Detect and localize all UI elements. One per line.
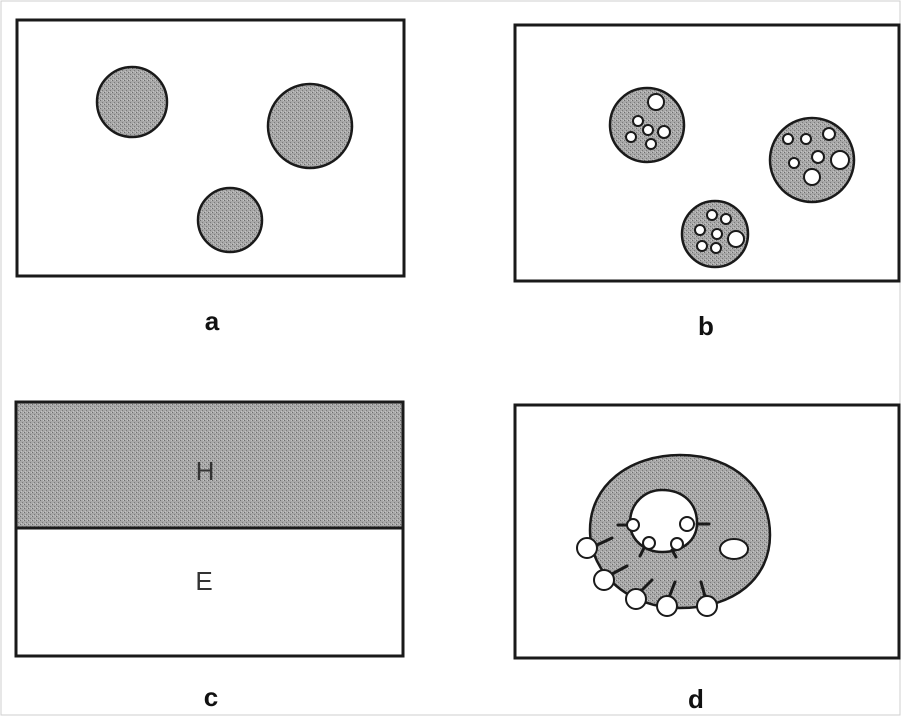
panel-a-label: a: [205, 306, 220, 336]
panel-b-particle-2: [770, 118, 854, 202]
panel-c-bottom-label: E: [195, 566, 212, 596]
panel-a-particle-3: [198, 188, 262, 252]
panel-d-label: d: [688, 684, 704, 714]
panel-b-label: b: [698, 311, 714, 341]
panel-a-particle-1: [97, 67, 167, 137]
panel-b: b: [515, 25, 899, 341]
panel-a: a: [17, 20, 404, 336]
panel-d: d: [515, 405, 899, 714]
panel-c-label: c: [204, 682, 218, 712]
panel-c-top-label: H: [196, 456, 215, 486]
panel-b-particle-1: [610, 88, 684, 162]
panel-a-particle-2: [268, 84, 352, 168]
panel-c: H E c: [16, 402, 403, 712]
panel-b-particle-3: [682, 201, 748, 267]
